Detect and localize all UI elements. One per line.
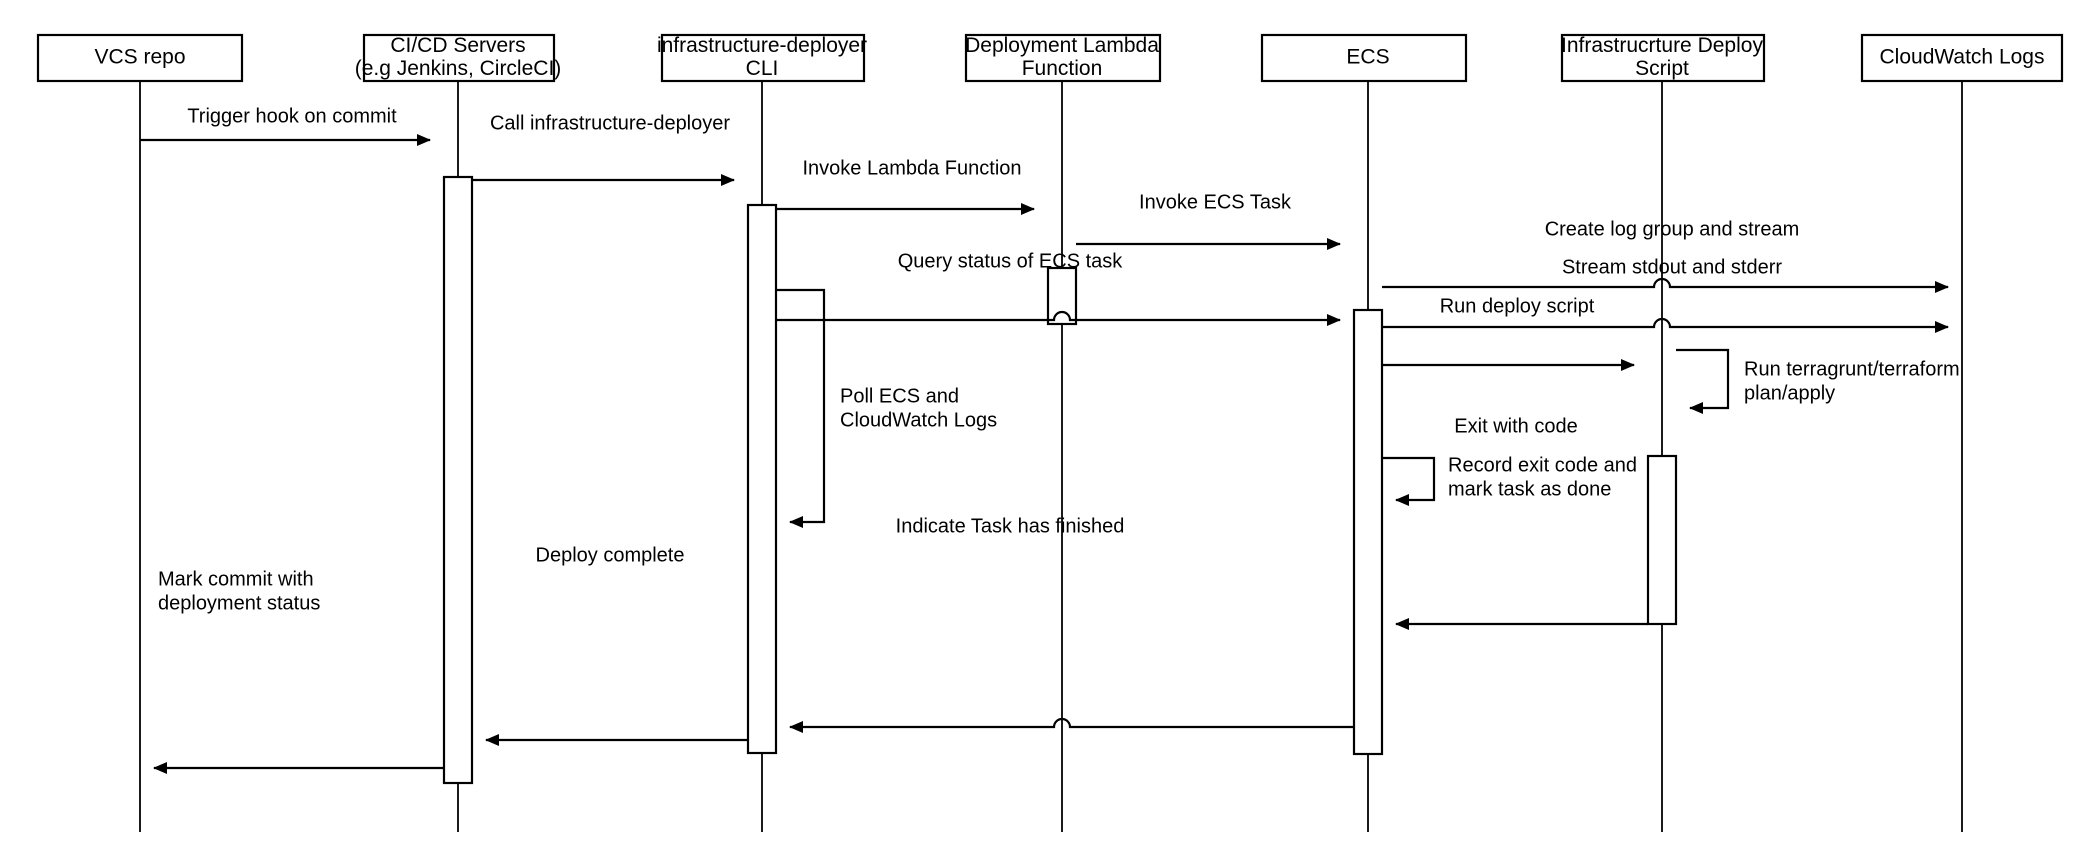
participant-box-script[interactable] bbox=[1560, 33, 1766, 83]
participant-box-ecs[interactable] bbox=[1260, 33, 1468, 83]
self-message-arrow-s1 bbox=[776, 288, 826, 528]
participant-label-lambda: Deployment Lambda bbox=[965, 34, 1159, 57]
participant-cicd[interactable]: CI/CD Servers(e.g Jenkins, CircleCI) bbox=[355, 33, 562, 83]
message-arrow-m7 bbox=[1382, 317, 1949, 333]
message-label-m9: Exit with code bbox=[1454, 415, 1577, 437]
message-m11: Deploy complete bbox=[485, 544, 748, 746]
message-m8: Run deploy script bbox=[1382, 295, 1635, 371]
self-message-label-s3: mark task as done bbox=[1448, 478, 1611, 500]
activation-bar-ecs bbox=[1352, 308, 1384, 756]
message-m7: Stream stdout and stderr bbox=[1382, 256, 1949, 333]
message-label-m11: Deploy complete bbox=[536, 544, 685, 566]
activation-bar-lambda bbox=[1046, 266, 1078, 326]
participant-label-ecs: ECS bbox=[1346, 46, 1389, 69]
self-message-label-s1: Poll ECS and bbox=[840, 385, 959, 407]
participant-label-cicd: CI/CD Servers bbox=[390, 34, 525, 57]
message-arrow-m6 bbox=[776, 310, 1341, 326]
self-message-label-s3: Record exit code and bbox=[1448, 454, 1637, 476]
message-label-m10: Indicate Task has finished bbox=[896, 515, 1125, 537]
participant-box-lambda[interactable] bbox=[964, 33, 1162, 83]
messages-layer: Trigger hook on commit Call infrastructur… bbox=[140, 105, 1949, 774]
participant-label-lambda: Function bbox=[1022, 57, 1103, 80]
participant-ecs[interactable]: ECS bbox=[1260, 33, 1468, 83]
message-label-m12: deployment status bbox=[158, 592, 320, 614]
activation-bar-cli bbox=[746, 203, 778, 755]
activation-bar-script bbox=[1646, 454, 1678, 626]
participant-label-cicd: (e.g Jenkins, CircleCI) bbox=[355, 57, 562, 80]
self-message-arrow-s2 bbox=[1676, 348, 1730, 414]
participant-label-cli: CLI bbox=[746, 57, 779, 80]
message-label-m4: Invoke ECS Task bbox=[1139, 191, 1292, 213]
self-message-label-s2: Run terragrunt/terraform bbox=[1744, 358, 1960, 380]
participant-label-script: Infrastrucrture Deploy bbox=[1561, 34, 1763, 57]
message-m10: Indicate Task has finished bbox=[789, 515, 1354, 733]
participant-vcs[interactable]: VCS repo bbox=[36, 33, 244, 83]
participant-box-cicd[interactable] bbox=[362, 33, 556, 83]
message-arrow-m5 bbox=[1382, 277, 1949, 293]
message-m2: Call infrastructure-deployer bbox=[472, 112, 735, 186]
participant-logs[interactable]: CloudWatch Logs bbox=[1860, 33, 2064, 83]
message-m6: Query status of ECS task bbox=[776, 250, 1341, 326]
participant-boxes-layer: VCS repo CI/CD Servers(e.g Jenkins, Circl… bbox=[36, 33, 2064, 83]
message-m4: Invoke ECS Task bbox=[1076, 191, 1341, 250]
message-m5: Create log group and stream bbox=[1382, 218, 1949, 293]
participant-box-logs[interactable] bbox=[1860, 33, 2064, 83]
message-label-m3: Invoke Lambda Function bbox=[802, 157, 1021, 179]
self-message-arrow-s3 bbox=[1382, 456, 1436, 506]
message-label-m7: Stream stdout and stderr bbox=[1562, 256, 1782, 278]
message-m1: Trigger hook on commit bbox=[140, 105, 431, 146]
participant-label-script: Script bbox=[1635, 57, 1689, 80]
activation-bar-cicd bbox=[442, 175, 474, 785]
activation-bars-layer bbox=[442, 175, 1678, 785]
message-label-m8: Run deploy script bbox=[1440, 295, 1595, 317]
message-arrow-m10 bbox=[789, 717, 1354, 733]
self-message-label-s2: plan/apply bbox=[1744, 382, 1835, 404]
participant-label-cli: infrastructure-deployer bbox=[657, 34, 867, 57]
lifelines-layer bbox=[139, 81, 1963, 832]
participant-label-vcs: VCS repo bbox=[94, 46, 185, 69]
message-label-m12: Mark commit with bbox=[158, 568, 314, 590]
self-message-label-s1: CloudWatch Logs bbox=[840, 409, 997, 431]
participant-label-logs: CloudWatch Logs bbox=[1880, 46, 2045, 69]
message-m9: Exit with code bbox=[1395, 415, 1648, 630]
message-label-m5: Create log group and stream bbox=[1545, 218, 1800, 240]
participant-box-vcs[interactable] bbox=[36, 33, 244, 83]
message-label-m2: Call infrastructure-deployer bbox=[490, 112, 730, 134]
message-label-m1: Trigger hook on commit bbox=[187, 105, 397, 127]
message-m3: Invoke Lambda Function bbox=[776, 157, 1035, 215]
participant-box-cli[interactable] bbox=[660, 33, 866, 83]
message-label-m6: Query status of ECS task bbox=[898, 250, 1124, 272]
